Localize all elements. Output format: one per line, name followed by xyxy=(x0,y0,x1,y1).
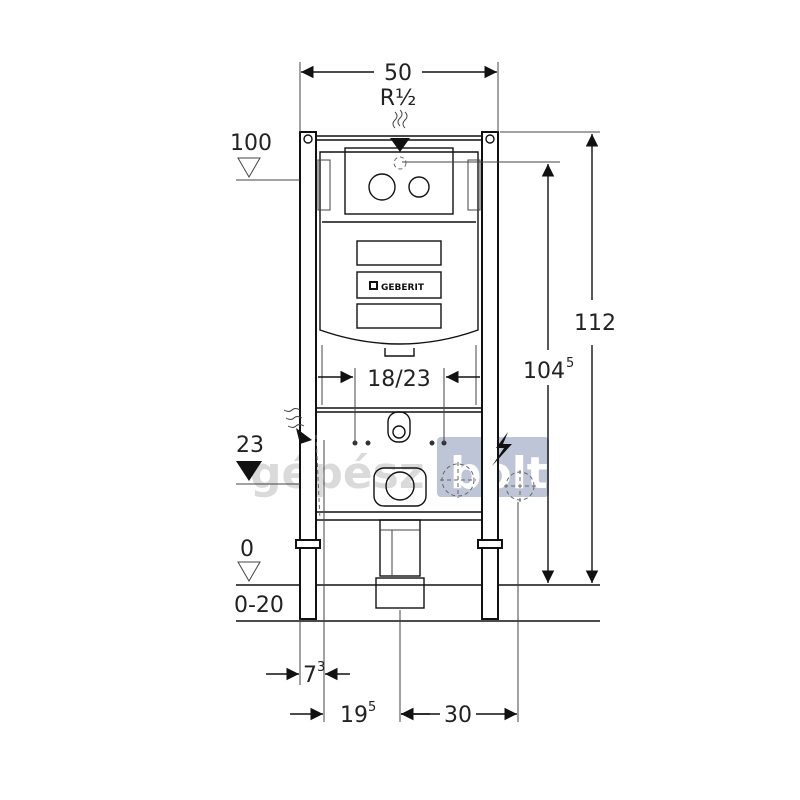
height-inner-label: 104 xyxy=(523,359,565,384)
drain-offset-label: 19 xyxy=(340,703,368,728)
level-triangle-icon xyxy=(236,461,262,481)
flush-pipe-connector xyxy=(387,411,411,443)
left-upright xyxy=(299,131,317,620)
level-top-label: 100 xyxy=(230,131,272,156)
arrow-icon xyxy=(296,428,312,444)
drain-distance-label: 30 xyxy=(444,703,472,728)
drain-outlet xyxy=(375,577,425,609)
level-mid-label: 23 xyxy=(236,433,264,458)
height-inner-sup: 5 xyxy=(566,356,574,371)
pan-width-label: 18/23 xyxy=(367,367,430,392)
offset-label: 7 xyxy=(303,663,317,688)
actuator-plate xyxy=(344,147,454,215)
water-supply-icon xyxy=(390,109,410,152)
level-marks: 100 23 0 0-20 xyxy=(230,131,300,618)
right-upright xyxy=(481,131,499,620)
level-triangle-icon xyxy=(237,157,261,178)
connection-label: R½ xyxy=(380,86,417,111)
watermark: gépész bolt xyxy=(250,437,549,499)
dimension-width: 50 R½ xyxy=(299,61,499,132)
level-triangle-icon xyxy=(237,561,261,582)
cistern-body xyxy=(319,151,479,345)
width-label: 50 xyxy=(384,61,412,86)
geberit-logo-icon: GEBERIT xyxy=(369,281,425,293)
left-foot xyxy=(295,539,321,549)
flush-button-large xyxy=(368,173,396,201)
flush-button-small xyxy=(408,176,430,198)
floor-range-label: 0-20 xyxy=(234,593,284,618)
height-total-label: 112 xyxy=(574,311,616,336)
dimension-height: 112 104 5 xyxy=(402,131,616,583)
level-floor-label: 0 xyxy=(240,537,254,562)
brand-label: GEBERIT xyxy=(381,283,425,293)
floor-lines xyxy=(236,584,600,622)
watermark-text-1: gépész xyxy=(250,448,424,499)
drain-elbow xyxy=(373,467,427,507)
water-supply-icon xyxy=(283,408,312,444)
pan-connection xyxy=(315,411,536,609)
drain-offset-sup: 5 xyxy=(368,700,376,715)
arrow-icon xyxy=(390,138,410,152)
right-foot xyxy=(477,539,503,549)
drain-pipe xyxy=(379,519,421,577)
frame xyxy=(295,131,503,620)
dimension-pan-width: 18/23 xyxy=(318,367,480,443)
offset-sup: 3 xyxy=(317,660,325,675)
dimension-bottom: 7 3 19 5 30 xyxy=(266,440,519,728)
